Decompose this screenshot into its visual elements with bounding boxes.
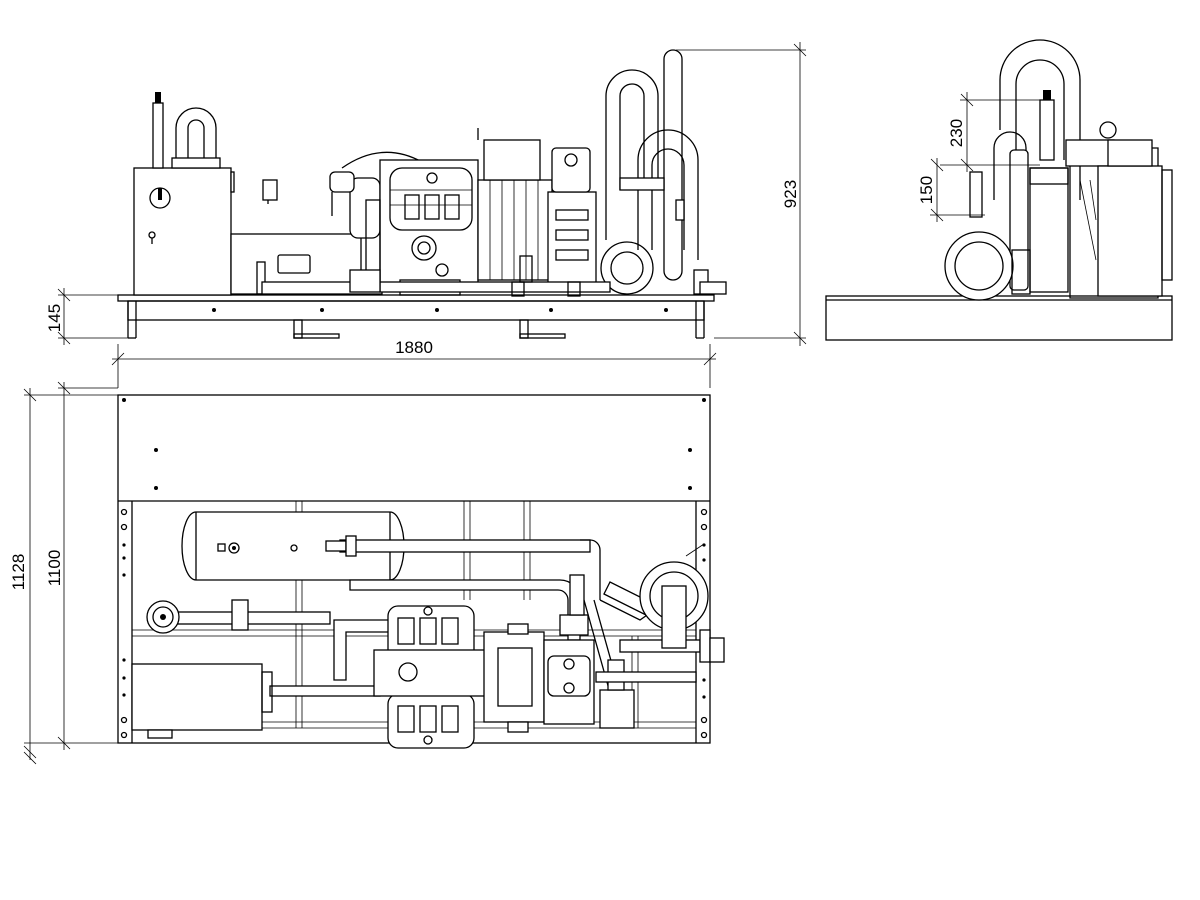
dimension-base-height: 145 bbox=[45, 288, 128, 345]
compressor-motor bbox=[477, 128, 597, 289]
dimension-overall-height: 923 bbox=[676, 42, 807, 346]
dim-150-label: 150 bbox=[917, 176, 936, 204]
compressor-left bbox=[329, 151, 479, 296]
dim-145-label: 145 bbox=[45, 304, 64, 332]
front-base-frame bbox=[117, 294, 715, 339]
discharge-piping bbox=[605, 49, 709, 295]
dim-1128-label: 1128 bbox=[9, 554, 28, 591]
plan-piping bbox=[169, 535, 725, 729]
plan-compressor-upper bbox=[387, 605, 475, 661]
dim-1100-label: 1100 bbox=[45, 550, 64, 587]
plan-view bbox=[117, 394, 725, 749]
dimension-overall-length: 1880 bbox=[111, 338, 717, 388]
dimension-plan-width: 1128 1100 bbox=[9, 381, 118, 765]
side-elevation-view bbox=[825, 39, 1173, 341]
front-elevation-view bbox=[117, 49, 727, 339]
plan-frame-holes bbox=[120, 508, 708, 739]
dim-923-label: 923 bbox=[781, 180, 800, 208]
plan-sight-glass bbox=[146, 600, 180, 634]
liquid-receiver bbox=[230, 233, 383, 295]
dim-1880-label: 1880 bbox=[395, 338, 433, 357]
plan-compressor-lower bbox=[387, 693, 475, 749]
dimension-side-offsets: 230 150 bbox=[917, 92, 1040, 222]
plan-compressor-body bbox=[373, 623, 595, 733]
cabinet-top-piping bbox=[152, 92, 221, 169]
suction-line bbox=[349, 255, 727, 297]
plan-electrical-cabinet bbox=[131, 663, 273, 739]
oil-separator bbox=[600, 241, 654, 295]
plan-oil-separator bbox=[639, 543, 709, 649]
dim-230-label: 230 bbox=[947, 119, 966, 147]
